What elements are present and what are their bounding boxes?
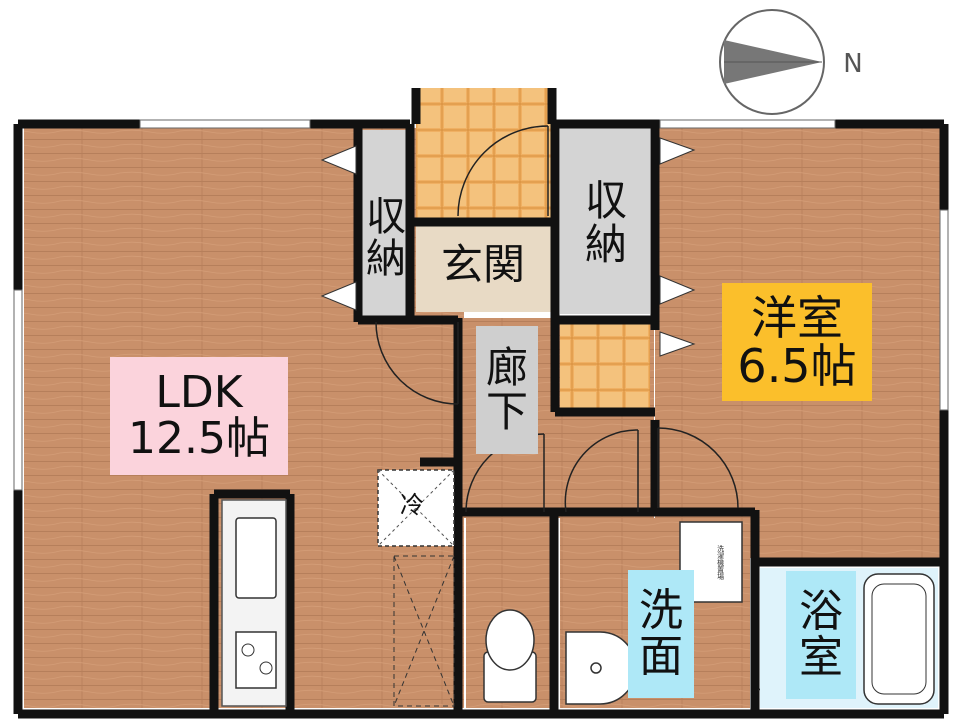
storage-left-label: 収 納 <box>362 158 410 318</box>
windows <box>13 119 949 491</box>
walls <box>13 88 949 719</box>
storage-right-label: 収 納 <box>566 158 646 288</box>
north-label: N <box>843 49 863 80</box>
ldk-name: LDK <box>155 366 243 418</box>
ldk-label: LDK 12.5帖 <box>110 357 288 475</box>
washer-space-label: 洗濯機置場 <box>716 545 725 580</box>
western-room-name: 洋室 <box>751 290 843 345</box>
storage-right-char-1: 収 <box>584 175 627 225</box>
entrance-label: 玄関 <box>440 239 525 289</box>
washroom-char-1: 洗 <box>639 584 683 636</box>
storage-left-char-2: 納 <box>366 236 406 282</box>
toilet <box>483 609 537 703</box>
bathroom-char-1: 浴 <box>799 585 843 637</box>
storage-left-char-1: 収 <box>366 194 406 240</box>
hallway-label: 廊 下 <box>476 326 538 454</box>
cupboard <box>393 555 455 707</box>
compass-arrow-icon <box>719 9 825 115</box>
closet-doors <box>320 137 696 357</box>
closet-left-floor <box>360 130 410 318</box>
washroom-char-2: 面 <box>639 631 683 682</box>
entrance-step <box>416 226 552 312</box>
storage-tile <box>560 324 650 412</box>
washroom-label: 洗 面 <box>628 570 694 698</box>
bathroom-char-2: 室 <box>799 632 843 683</box>
kitchen-counter <box>221 499 287 707</box>
western-room-size: 6.5帖 <box>737 339 857 393</box>
wash-basin <box>565 631 637 705</box>
entrance-tile <box>416 88 552 220</box>
hallway-char-1: 廊 <box>485 342 528 392</box>
western-room-label: 洋室 6.5帖 <box>722 283 872 401</box>
bathroom-label: 浴 室 <box>786 571 856 699</box>
hallway-char-2: 下 <box>485 387 528 436</box>
fridge-space <box>377 469 455 547</box>
fridge-label: 冷 <box>400 491 424 520</box>
closet-right-floor <box>560 128 650 314</box>
ldk-size: 12.5帖 <box>128 413 270 464</box>
storage-right-char-2: 納 <box>584 220 627 269</box>
